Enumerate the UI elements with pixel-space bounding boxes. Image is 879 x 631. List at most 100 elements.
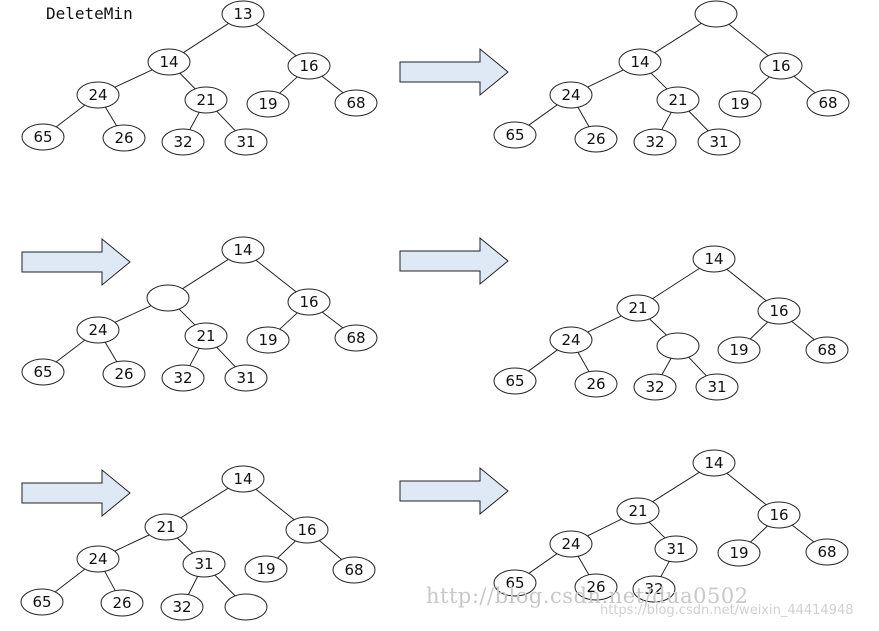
node-label: 21 xyxy=(628,299,647,317)
heap-node: 26 xyxy=(102,360,146,388)
node-ellipse xyxy=(656,332,700,360)
heap-node: 31 xyxy=(697,128,741,156)
node-ellipse xyxy=(161,364,205,392)
tree-edge xyxy=(652,267,700,300)
node-ellipse xyxy=(76,545,120,573)
heap-node: 16 xyxy=(285,516,329,544)
node-ellipse xyxy=(184,86,228,114)
node-label: 26 xyxy=(586,375,605,393)
node-label: 24 xyxy=(88,86,107,104)
node-ellipse xyxy=(161,128,205,156)
node-ellipse xyxy=(616,497,660,525)
tree-edge xyxy=(279,76,298,94)
heap-node: 65 xyxy=(21,123,65,151)
node-ellipse xyxy=(160,593,204,621)
heap-node: 21 xyxy=(616,497,660,525)
node-ellipse xyxy=(618,48,662,76)
tree-edge xyxy=(182,258,229,290)
node-label: 68 xyxy=(344,561,363,579)
node-ellipse xyxy=(287,52,331,80)
tree-edge xyxy=(214,574,236,597)
node-ellipse xyxy=(146,284,190,312)
node-label: 32 xyxy=(173,369,192,387)
node-label: 32 xyxy=(173,133,192,151)
node-ellipse xyxy=(574,370,618,398)
node-label: 14 xyxy=(704,250,723,268)
tree-edge xyxy=(179,72,196,90)
heap-node: 16 xyxy=(757,501,801,529)
heap-node: 14 xyxy=(692,245,736,273)
node-ellipse xyxy=(287,288,331,316)
node-label: 16 xyxy=(297,521,316,539)
tree-edge xyxy=(183,22,229,54)
diagram-title: DeleteMin xyxy=(46,4,133,23)
heap-node: 24 xyxy=(549,530,593,558)
node-label: 24 xyxy=(561,535,580,553)
tree-edge xyxy=(577,107,590,127)
watermark-url-secondary: https://blog.csdn.net/weixin_44414948 xyxy=(600,603,854,618)
node-ellipse xyxy=(493,367,537,395)
heap-node: 19 xyxy=(717,336,761,364)
node-ellipse xyxy=(224,128,268,156)
node-ellipse xyxy=(695,373,739,401)
tree-edge xyxy=(321,75,344,94)
node-ellipse xyxy=(221,0,265,28)
node-ellipse xyxy=(246,326,290,354)
heap-node: 24 xyxy=(549,81,593,109)
node-label: 19 xyxy=(258,331,277,349)
tree-edge xyxy=(749,321,769,340)
node-ellipse xyxy=(656,86,700,114)
tree-edge xyxy=(661,112,672,130)
heap-node: 68 xyxy=(806,89,850,117)
heap-node: 16 xyxy=(757,297,801,325)
node-label: 65 xyxy=(505,126,524,144)
right-arrow-icon xyxy=(21,237,131,287)
node-ellipse xyxy=(76,316,120,344)
node-ellipse xyxy=(285,516,329,544)
tree-edge xyxy=(277,540,296,559)
node-label: 31 xyxy=(236,133,255,151)
node-ellipse xyxy=(102,360,146,388)
node-ellipse xyxy=(632,575,676,603)
tree-edge xyxy=(255,488,295,521)
heap-node: 19 xyxy=(246,90,290,118)
node-ellipse xyxy=(332,556,376,584)
tree-edge xyxy=(528,104,558,126)
node-label: 26 xyxy=(112,594,131,612)
node-ellipse xyxy=(244,555,288,583)
tree-edge xyxy=(751,76,770,94)
node-label: 14 xyxy=(233,470,252,488)
heap-node-empty xyxy=(694,0,738,28)
node-label: 65 xyxy=(33,128,52,146)
node-label: 19 xyxy=(729,341,748,359)
node-label: 19 xyxy=(729,544,748,562)
node-label: 16 xyxy=(769,302,788,320)
tree-edge xyxy=(55,104,86,128)
node-ellipse xyxy=(692,245,736,273)
node-ellipse xyxy=(21,123,65,151)
node-label: 19 xyxy=(730,95,749,113)
tree-edge xyxy=(587,69,624,88)
heap-node: 19 xyxy=(244,555,288,583)
node-label: 65 xyxy=(505,372,524,390)
node-ellipse xyxy=(616,294,660,322)
tree-edge xyxy=(728,23,769,57)
heap-node: 26 xyxy=(574,125,618,153)
heap-node: 65 xyxy=(21,358,65,386)
tree-edge xyxy=(791,320,815,341)
heap-node: 16 xyxy=(287,52,331,80)
heap-node: 68 xyxy=(805,538,849,566)
heap-node: 21 xyxy=(616,294,660,322)
tree-edge xyxy=(750,525,768,543)
heap-node: 32 xyxy=(161,364,205,392)
node-ellipse xyxy=(717,336,761,364)
node-label: 14 xyxy=(233,241,252,259)
tree-edge xyxy=(104,106,118,127)
tree-edge xyxy=(793,75,816,94)
tree-edge xyxy=(216,346,236,368)
node-label: 13 xyxy=(233,5,252,23)
node-label: 65 xyxy=(32,593,51,611)
heap-node: 19 xyxy=(717,539,761,567)
heap-node: 21 xyxy=(184,322,228,350)
